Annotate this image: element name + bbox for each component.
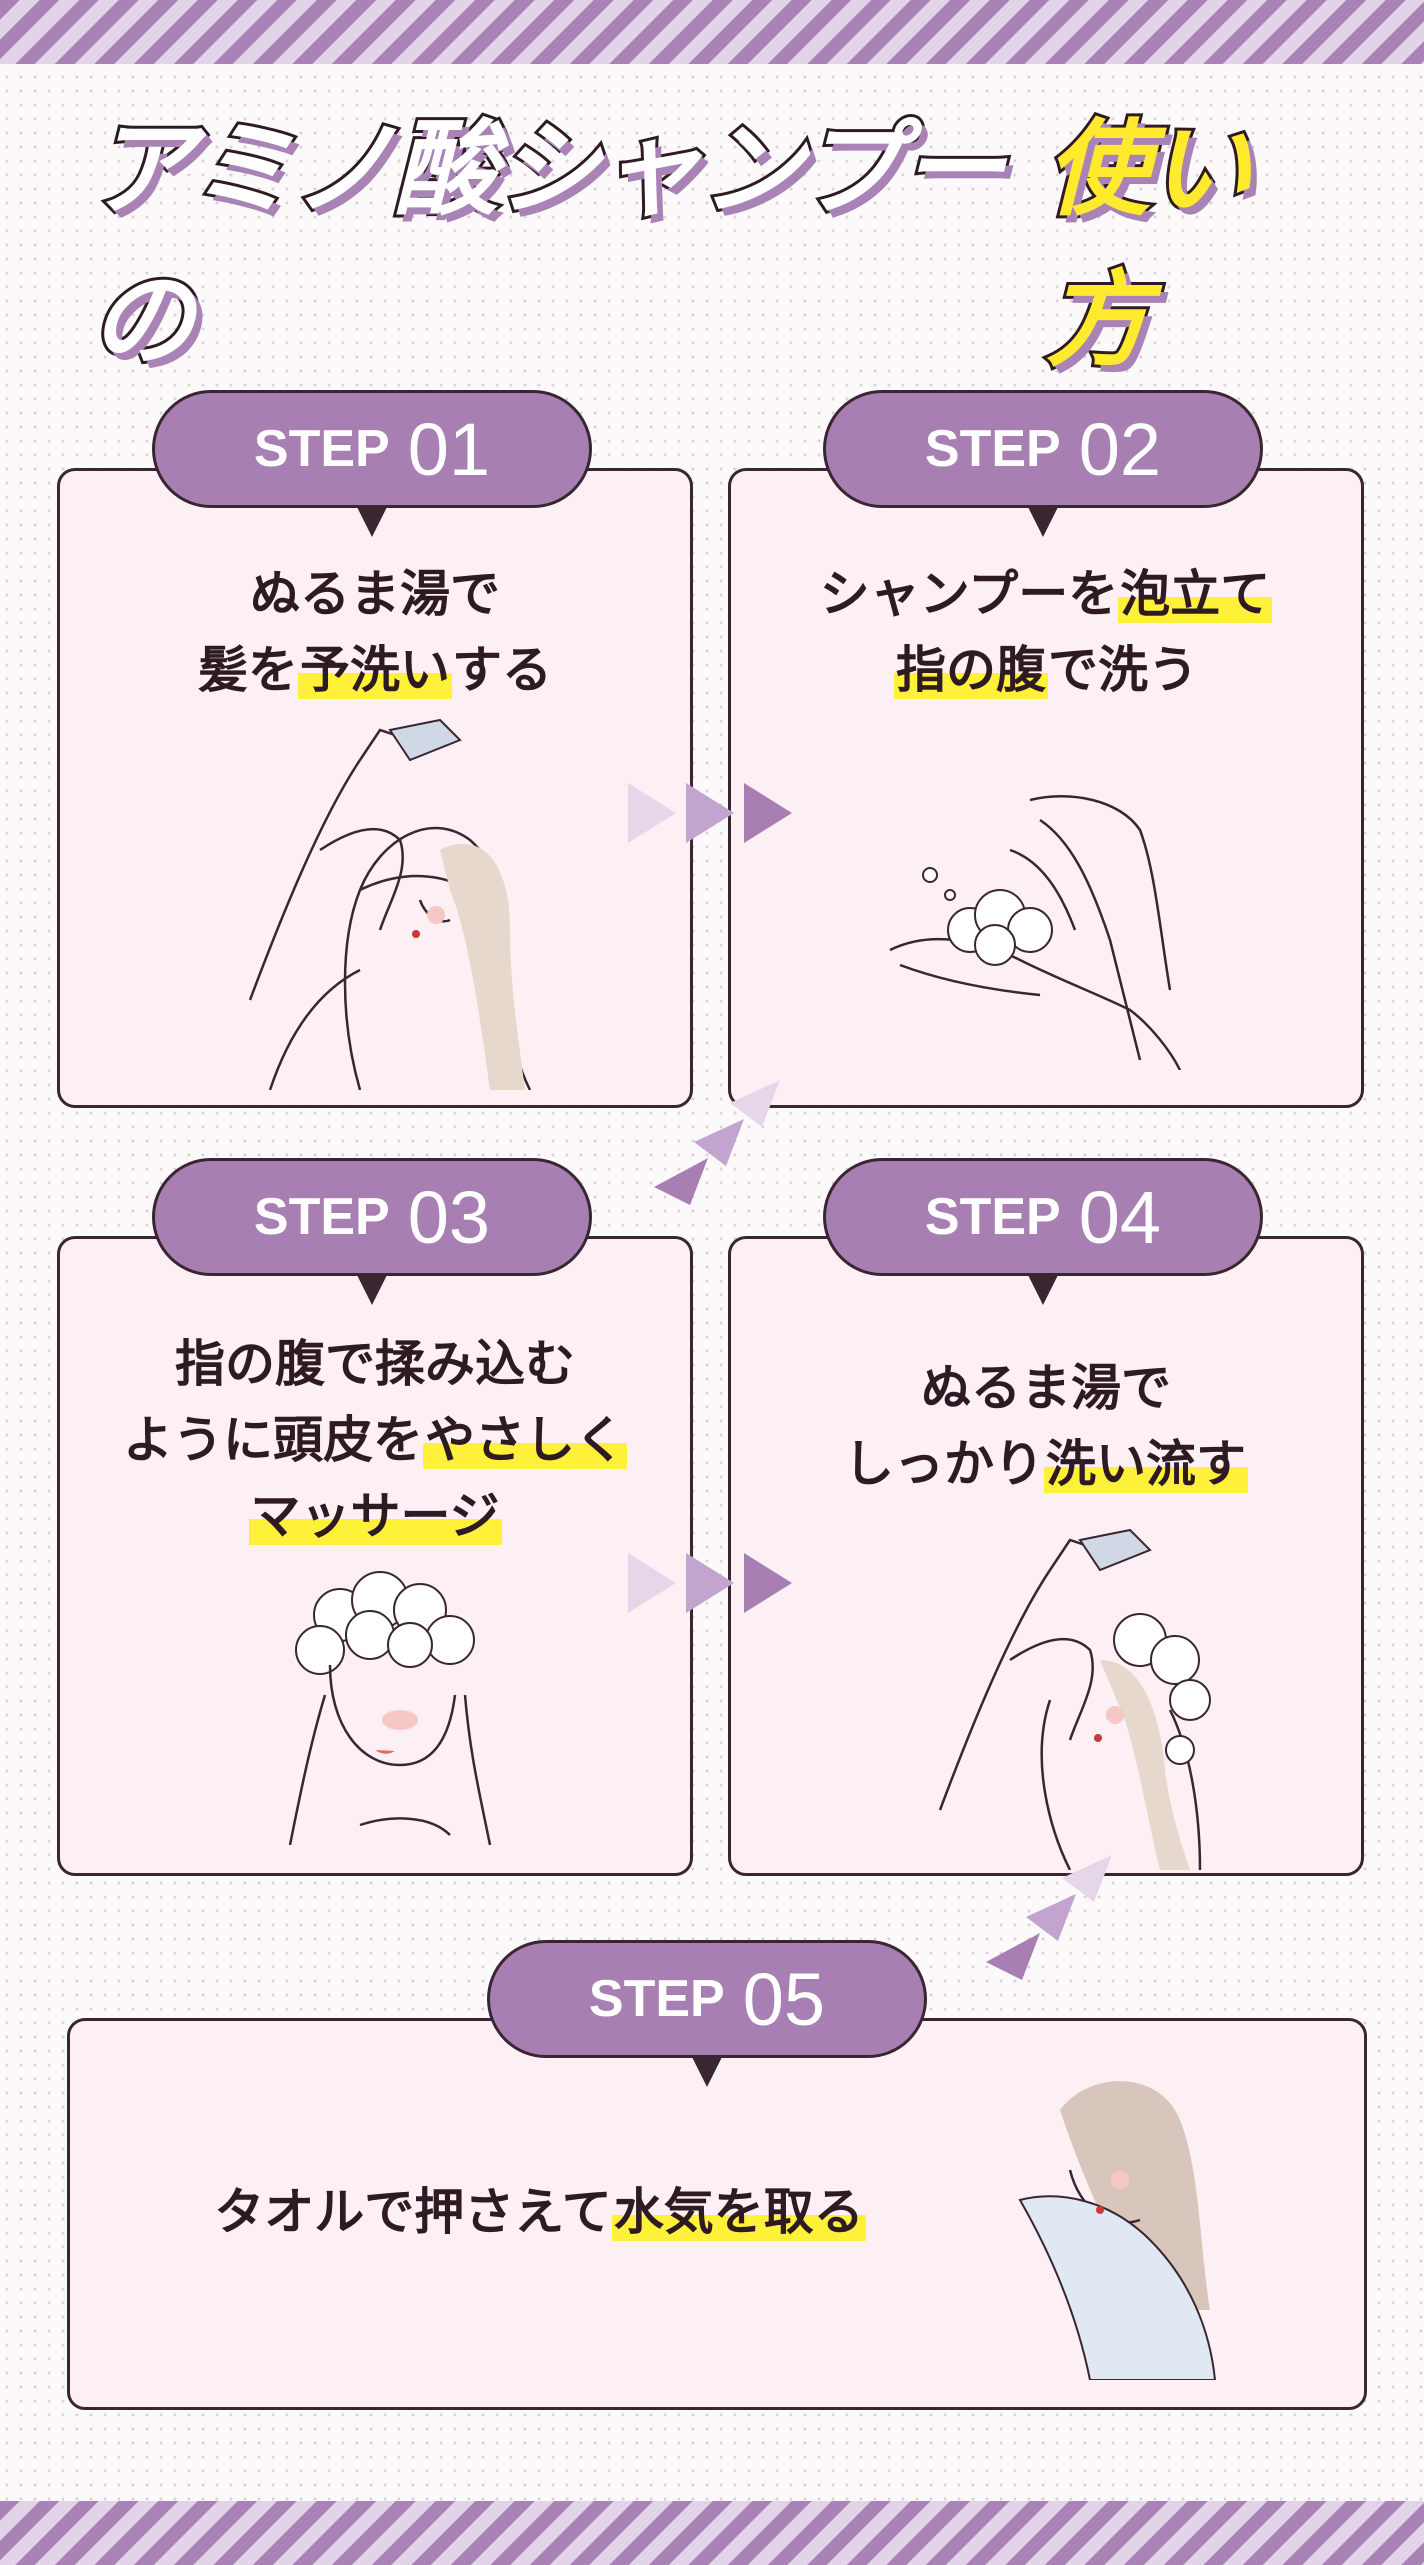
scalp-massage-illustration [288,1571,492,1845]
step-number: 02 [1078,407,1162,491]
highlighted-text: マッサージ [248,1487,502,1545]
step-label: STEP [253,1188,390,1246]
step-text-line: ぬるま湯で [77,556,673,632]
step-label: STEP [588,1970,725,2028]
step-text-segment: 髪を [198,641,298,699]
step-label: STEP [924,420,1061,478]
step-text-segment: 指の腹で揉み込む [175,1335,575,1393]
step-text-segment: で洗う [1048,641,1198,699]
step-text-04: ぬるま湯でしっかり洗い流す [748,1350,1344,1502]
highlighted-text: 泡立て [1118,565,1273,623]
step-text-segment: タオルで押さえて [214,2183,612,2241]
step-text-line: マッサージ [77,1478,673,1554]
highlighted-text: 予洗い [298,641,452,699]
step-number: 01 [407,407,491,491]
step-text-segment: ぬるま湯で [921,1359,1171,1417]
step-badge-02: STEP 02 [823,390,1263,537]
step-text-line: ように頭皮をやさしく [77,1402,673,1478]
step-text-segment: シャンプーを [819,565,1119,623]
highlighted-text: 水気を取る [611,2183,866,2241]
highlighted-text: やさしく [423,1411,627,1469]
step-text-line: ぬるま湯で [748,1350,1344,1426]
step-text-line: 指の腹で洗う [748,632,1344,708]
foaming-hands-illustration [889,795,1182,1070]
step-number: 05 [742,1957,826,2041]
step-text-line: 髪を予洗いする [77,632,673,708]
step-text-01: ぬるま湯で髪を予洗いする [77,556,673,708]
step-text-03: 指の腹で揉み込むように頭皮をやさしくマッサージ [77,1326,673,1554]
flow-arrow-diagonal-2 [986,1855,1112,1980]
step-badge-01: STEP 01 [152,390,592,537]
title-main: アミノ酸シャンプーの [87,105,1008,384]
step-badge-05: STEP 05 [487,1940,927,2087]
step-text-line: シャンプーを泡立て [748,556,1344,632]
towel-dry-illustration [1018,2081,1217,2380]
step-card-04 [728,1236,1364,1876]
highlighted-text: 指の腹 [894,641,1048,699]
step-label: STEP [253,420,390,478]
step-card-01 [57,468,693,1108]
highlighted-text: 洗い流す [1044,1435,1248,1493]
step-text-line: タオルで押さえて水気を取る [110,2174,970,2250]
step-text-segment: する [452,641,552,699]
flow-arrow-right-2 [628,1553,792,1613]
shower-rinse-illustration-04 [938,1528,1211,1870]
step-number: 03 [407,1175,491,1259]
step-text-05: タオルで押さえて水気を取る [110,2174,970,2250]
shower-rinse-illustration-01 [248,718,532,1090]
step-badge-04: STEP 04 [823,1158,1263,1305]
step-text-line: 指の腹で揉み込む [77,1326,673,1402]
flow-arrow-right-1 [628,783,792,843]
step-text-segment: ように頭皮を [123,1411,423,1469]
step-text-line: しっかり洗い流す [748,1426,1344,1502]
step-text-02: シャンプーを泡立て指の腹で洗う [748,556,1344,708]
bottom-stripe-border [0,2501,1424,2565]
step-badge-03: STEP 03 [152,1158,592,1305]
step-number: 04 [1078,1175,1162,1259]
step-card-03 [57,1236,693,1876]
step-text-segment: しっかり [844,1435,1044,1493]
step-text-segment: ぬるま湯で [250,565,500,623]
flow-arrow-diagonal-1 [654,1080,780,1205]
title-highlight: 使い方 [1043,105,1255,384]
page-title: アミノ酸シャンプーの使い方 [87,105,1334,384]
step-label: STEP [924,1188,1061,1246]
top-stripe-border [0,0,1424,64]
